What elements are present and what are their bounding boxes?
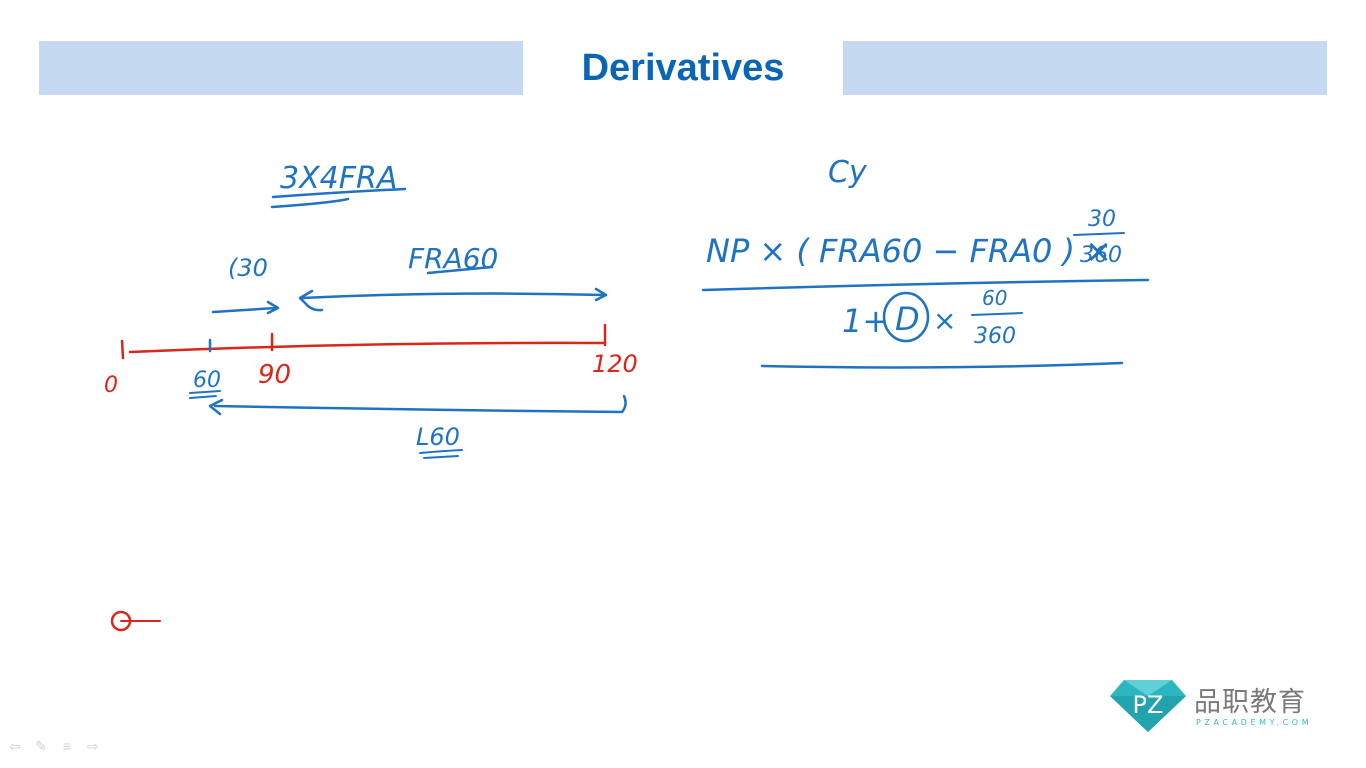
title-band-right bbox=[843, 41, 1327, 95]
timeline-line bbox=[128, 341, 606, 354]
pen-tool-icon[interactable]: ✎ bbox=[35, 738, 47, 754]
prev-slide-icon[interactable]: ⇦ bbox=[9, 738, 21, 754]
logo-en-text: PZACADEMY.COM bbox=[1196, 718, 1313, 727]
main-fraction-bar bbox=[701, 278, 1150, 292]
denominator-circled-d: D bbox=[895, 300, 920, 338]
circled-d-ring bbox=[882, 291, 930, 343]
formula-numerator: NP × ( FRA60 − FRA0 ) × bbox=[706, 232, 1112, 270]
fra60-underline bbox=[426, 265, 494, 275]
denominator-times: × bbox=[933, 304, 956, 337]
bottom-rule bbox=[760, 361, 1124, 369]
label-l60: L60 bbox=[416, 423, 460, 451]
numerator-frac-bottom: 360 bbox=[1080, 243, 1122, 268]
logo-mark-text: PZ bbox=[1133, 691, 1164, 719]
label-fra60: FRA60 bbox=[408, 242, 498, 275]
label-30: (30 bbox=[228, 254, 268, 282]
diamond-logo-icon: PZ bbox=[1110, 680, 1186, 732]
formula-denominator: 1+ bbox=[842, 302, 889, 340]
numerator-fraction-bar bbox=[1073, 232, 1125, 236]
numerator-frac-top: 30 bbox=[1088, 207, 1116, 232]
arrow-30 bbox=[211, 300, 280, 315]
denominator-frac-top: 60 bbox=[982, 286, 1007, 310]
arrow-l60 bbox=[208, 394, 627, 416]
title-band-left bbox=[39, 41, 523, 95]
menu-icon[interactable]: ≡ bbox=[62, 738, 72, 754]
brand-logo: PZ 品职教育 PZACADEMY.COM bbox=[1108, 678, 1348, 734]
arrow-fra60 bbox=[298, 287, 608, 312]
timeline-tick-0 bbox=[120, 339, 125, 360]
l60-underline bbox=[419, 449, 463, 459]
tick-label-120: 120 bbox=[592, 350, 638, 378]
tick-label-60: 60 bbox=[193, 368, 221, 393]
heading-underline bbox=[271, 187, 407, 199]
denominator-frac-bottom: 360 bbox=[974, 324, 1016, 349]
heading-right: Cy bbox=[828, 155, 868, 190]
denominator-fraction-bar bbox=[971, 312, 1023, 316]
slide-nav-toolbar: ⇦ ✎ ≡ ⇨ bbox=[6, 738, 102, 756]
logo-cn-text: 品职教育 bbox=[1194, 687, 1306, 718]
heading-left: 3X4FRA bbox=[280, 161, 397, 196]
heading-underline-2 bbox=[270, 197, 350, 209]
tick60-underline bbox=[189, 390, 221, 399]
slide-title: Derivatives bbox=[581, 47, 785, 89]
tick-label-90: 90 bbox=[258, 360, 291, 390]
next-slide-icon[interactable]: ⇨ bbox=[87, 738, 99, 754]
tick-label-0: 0 bbox=[104, 373, 118, 398]
